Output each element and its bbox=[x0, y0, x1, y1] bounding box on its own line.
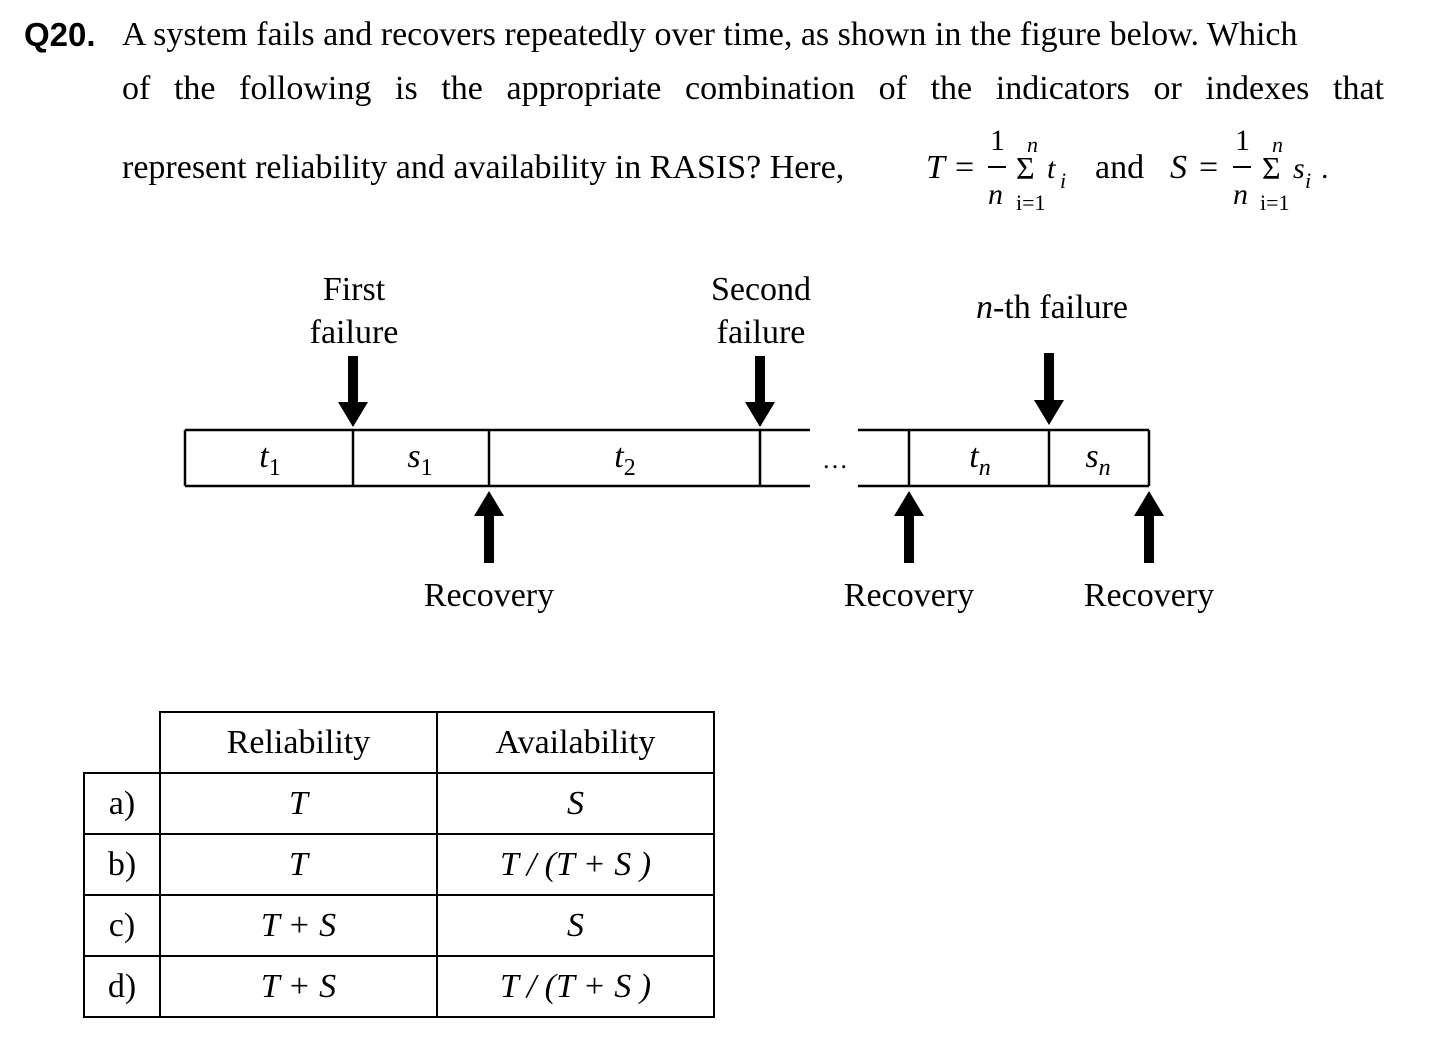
segment-sn-var: s bbox=[1085, 438, 1099, 475]
formula-S-lower: i=1 bbox=[1260, 190, 1290, 215]
segment-t1-sub: 1 bbox=[268, 454, 281, 481]
recovery-arrow-up-icon bbox=[1134, 491, 1164, 563]
reliability-cell: T + S bbox=[159, 894, 438, 957]
failure-arrow-down-icon bbox=[745, 356, 775, 427]
formula-S-fraction-bar bbox=[1233, 166, 1251, 168]
header-availability: Availability bbox=[436, 711, 715, 774]
second-failure-line-2: failure bbox=[716, 314, 806, 351]
formula-S-upper: n bbox=[1272, 132, 1283, 157]
recovery-label: Recovery bbox=[423, 577, 555, 614]
segment-t1: t1 bbox=[240, 438, 300, 482]
timeline-ellipsis: … bbox=[822, 445, 848, 474]
table-row: b) T T / (T + S ) bbox=[83, 833, 715, 896]
segment-tn-sub: n bbox=[978, 454, 991, 481]
formula-S-denominator: n bbox=[1233, 178, 1248, 211]
recovery-arrow-up-icon bbox=[894, 491, 924, 563]
segment-t1-var: t bbox=[259, 438, 269, 475]
formula-T-lhs: T bbox=[926, 149, 945, 186]
recovery-arrow-up-icon bbox=[474, 491, 504, 563]
segment-s1-sub: 1 bbox=[420, 454, 433, 481]
nth-failure-rest: -th failure bbox=[993, 289, 1128, 326]
table-row: a) T S bbox=[83, 772, 715, 835]
question-line-1: A system fails and recovers repeatedly o… bbox=[122, 16, 1298, 53]
segment-tn: tn bbox=[950, 438, 1010, 482]
formula-T-fraction-bar bbox=[988, 166, 1006, 168]
reliability-cell: T bbox=[159, 833, 438, 896]
option-label: c) bbox=[83, 894, 161, 957]
availability-cell: T / (T + S ) bbox=[436, 833, 715, 896]
failure-arrow-down-icon bbox=[1034, 353, 1064, 425]
failure-arrow-down-icon bbox=[338, 356, 368, 427]
table-corner bbox=[84, 712, 161, 774]
recovery-label: Recovery bbox=[843, 577, 975, 614]
segment-s1-var: s bbox=[407, 438, 421, 475]
availability-cell: S bbox=[436, 772, 715, 835]
second-failure-label: Second failure bbox=[692, 268, 830, 354]
question-line-2: of the following is the appropriate comb… bbox=[122, 70, 1384, 107]
formula-T-equals: = bbox=[955, 149, 975, 186]
nth-failure-n: n bbox=[976, 289, 993, 326]
table-row: c) T + S S bbox=[83, 894, 715, 957]
availability-cell: S bbox=[436, 894, 715, 957]
formula-T-sigma: Σ bbox=[1016, 150, 1035, 186]
and-text: and bbox=[1095, 149, 1145, 186]
formula-T-term: t bbox=[1047, 152, 1056, 185]
formula-S-sigma: Σ bbox=[1262, 150, 1281, 186]
segment-sn: sn bbox=[1068, 438, 1128, 482]
reliability-cell: T + S bbox=[159, 955, 438, 1018]
option-label: a) bbox=[83, 772, 161, 835]
reliability-cell: T bbox=[159, 772, 438, 835]
recovery-label: Recovery bbox=[1083, 577, 1215, 614]
availability-cell: T / (T + S ) bbox=[436, 955, 715, 1018]
formula-S-lhs: S bbox=[1170, 149, 1187, 186]
formula-S-subscript: i bbox=[1305, 168, 1312, 193]
formula-S-period: . bbox=[1321, 152, 1329, 185]
segment-t2: t2 bbox=[595, 438, 655, 482]
segment-t2-var: t bbox=[614, 438, 624, 475]
formula-T-numerator: 1 bbox=[990, 124, 1005, 157]
formula-T-denominator: n bbox=[988, 178, 1003, 211]
option-label: b) bbox=[83, 833, 161, 896]
table-header-row: Reliability Availability bbox=[84, 711, 715, 774]
option-label: d) bbox=[83, 955, 161, 1018]
question-line-3: represent reliability and availability i… bbox=[122, 149, 845, 186]
segment-sn-sub: n bbox=[1098, 454, 1111, 481]
formula-T-lower: i=1 bbox=[1016, 190, 1046, 215]
formula-T-subscript: i bbox=[1060, 168, 1067, 193]
first-failure-line-1: First bbox=[322, 271, 386, 308]
question-number: Q20. bbox=[24, 16, 96, 53]
formula-S-term: s bbox=[1293, 152, 1305, 185]
formula-S-equals: = bbox=[1199, 149, 1219, 186]
first-failure-line-2: failure bbox=[309, 314, 399, 351]
answer-table: Reliability Availability a) T S b) T T /… bbox=[83, 711, 715, 1018]
segment-s1: s1 bbox=[390, 438, 450, 482]
formula-S-numerator: 1 bbox=[1235, 124, 1250, 157]
segment-t2-sub: 2 bbox=[623, 454, 636, 481]
segment-tn-var: t bbox=[969, 438, 979, 475]
nth-failure-label: n-th failure bbox=[962, 289, 1142, 327]
second-failure-line-1: Second bbox=[710, 271, 812, 308]
table-row: d) T + S T / (T + S ) bbox=[83, 955, 715, 1018]
formula-T-upper: n bbox=[1027, 132, 1038, 157]
first-failure-label: First failure bbox=[290, 268, 418, 354]
header-reliability: Reliability bbox=[159, 711, 438, 774]
